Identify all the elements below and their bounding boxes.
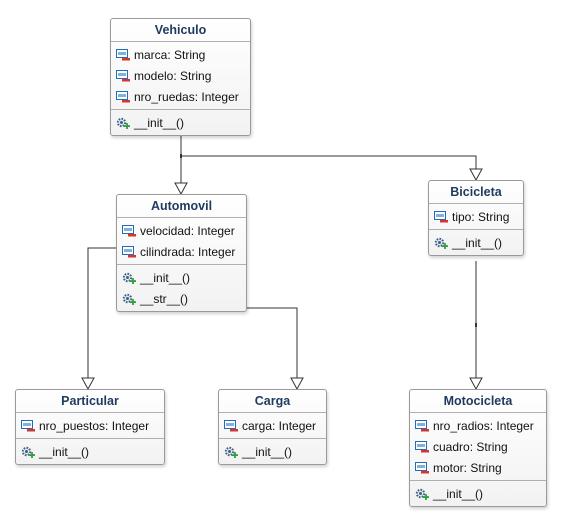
operations-compartment: __init__() <box>410 481 546 506</box>
field-private-icon <box>21 419 35 431</box>
class-name: Particular <box>16 390 164 413</box>
inheritance-arrowhead <box>469 168 483 182</box>
attribute-row[interactable]: carga: Integer <box>219 415 326 436</box>
attribute-row[interactable]: velocidad: Integer <box>117 220 246 241</box>
class-particular[interactable]: Particular nro_puestos: Integer __init__… <box>15 389 165 465</box>
attribute-text: nro_radios: Integer <box>433 418 534 433</box>
operations-compartment: __init__() <box>219 439 326 464</box>
class-name: Vehiculo <box>111 19 250 42</box>
operation-text: __init__() <box>433 486 484 501</box>
attribute-text: cilindrada: Integer <box>140 244 236 259</box>
inheritance-arrowhead <box>174 182 188 196</box>
attributes-compartment: carga: Integer <box>219 413 326 439</box>
attribute-text: velocidad: Integer <box>140 223 235 238</box>
attribute-text: motor: String <box>433 460 502 475</box>
class-motocicleta[interactable]: Motocicleta nro_radios: Integer cuadro: … <box>409 389 547 507</box>
operation-text: __init__() <box>242 444 293 459</box>
field-private-icon <box>116 69 130 81</box>
operation-row[interactable]: __init__() <box>16 441 164 462</box>
inheritance-arrowhead <box>81 377 95 391</box>
operation-text: __str__() <box>140 291 189 306</box>
edge-bend-marker <box>475 323 477 327</box>
attributes-compartment: velocidad: Integer cilindrada: Integer <box>117 218 246 265</box>
attribute-text: tipo: String <box>452 209 510 224</box>
operation-row[interactable]: __init__() <box>429 232 523 253</box>
attributes-compartment: tipo: String <box>429 204 523 230</box>
operation-row[interactable]: __init__() <box>117 267 246 288</box>
inheritance-arrowhead <box>290 377 304 391</box>
class-name: Bicicleta <box>429 181 523 204</box>
class-name: Automovil <box>117 195 246 218</box>
attributes-compartment: nro_puestos: Integer <box>16 413 164 439</box>
class-name: Carga <box>219 390 326 413</box>
field-private-icon <box>415 419 429 431</box>
attribute-row[interactable]: cuadro: String <box>410 436 546 457</box>
generalization-bicicleta-to-vehiculo[interactable] <box>181 155 477 169</box>
generalization-carga-to-automovil[interactable] <box>247 307 298 378</box>
attribute-text: nro_ruedas: Integer <box>134 89 239 104</box>
attributes-compartment: marca: String modelo: String nro_ruedas:… <box>111 42 250 110</box>
attribute-text: marca: String <box>134 47 206 62</box>
operations-compartment: __init__() <box>429 230 523 255</box>
class-name: Motocicleta <box>410 390 546 413</box>
operation-row[interactable]: __init__() <box>219 441 326 462</box>
attributes-compartment: nro_radios: Integer cuadro: String motor… <box>410 413 546 481</box>
attribute-text: cuadro: String <box>433 439 508 454</box>
attribute-row[interactable]: nro_puestos: Integer <box>16 415 164 436</box>
operations-compartment: __init__() <box>111 110 250 135</box>
operation-text: __init__() <box>140 270 191 285</box>
operation-text: __init__() <box>134 115 185 130</box>
field-private-icon <box>122 245 136 257</box>
class-bicicleta[interactable]: Bicicleta tipo: String __init__() <box>428 180 524 256</box>
inheritance-arrowhead <box>469 377 483 391</box>
operation-row[interactable]: __init__() <box>410 483 546 504</box>
attribute-text: carga: Integer <box>242 418 317 433</box>
operation-row[interactable]: __init__() <box>111 112 250 133</box>
method-public-icon <box>21 446 35 458</box>
field-private-icon <box>224 419 238 431</box>
attribute-row[interactable]: nro_ruedas: Integer <box>111 86 250 107</box>
operations-compartment: __init__() __str__() <box>117 265 246 311</box>
field-private-icon <box>415 461 429 473</box>
attribute-row[interactable]: marca: String <box>111 44 250 65</box>
method-public-icon <box>116 117 130 129</box>
attribute-text: modelo: String <box>134 68 212 83</box>
attribute-row[interactable]: nro_radios: Integer <box>410 415 546 436</box>
operation-text: __init__() <box>39 444 90 459</box>
field-private-icon <box>116 48 130 60</box>
attribute-row[interactable]: modelo: String <box>111 65 250 86</box>
method-public-icon <box>122 272 136 284</box>
operation-row[interactable]: __str__() <box>117 288 246 309</box>
class-automovil[interactable]: Automovil velocidad: Integer cilindrada:… <box>116 194 247 312</box>
operations-compartment: __init__() <box>16 439 164 464</box>
method-public-icon <box>415 488 429 500</box>
method-public-icon <box>224 446 238 458</box>
attribute-row[interactable]: tipo: String <box>429 206 523 227</box>
class-vehiculo[interactable]: Vehiculo marca: String modelo: String nr… <box>110 18 251 136</box>
field-private-icon <box>434 210 448 222</box>
attribute-row[interactable]: cilindrada: Integer <box>117 241 246 262</box>
field-private-icon <box>116 90 130 102</box>
operation-text: __init__() <box>452 235 503 250</box>
class-carga[interactable]: Carga carga: Integer __init__() <box>218 389 327 465</box>
generalization-particular-to-automovil[interactable] <box>87 247 116 378</box>
method-public-icon <box>434 237 448 249</box>
field-private-icon <box>122 224 136 236</box>
attribute-row[interactable]: motor: String <box>410 457 546 478</box>
field-private-icon <box>415 440 429 452</box>
method-public-icon <box>122 293 136 305</box>
attribute-text: nro_puestos: Integer <box>39 418 150 433</box>
